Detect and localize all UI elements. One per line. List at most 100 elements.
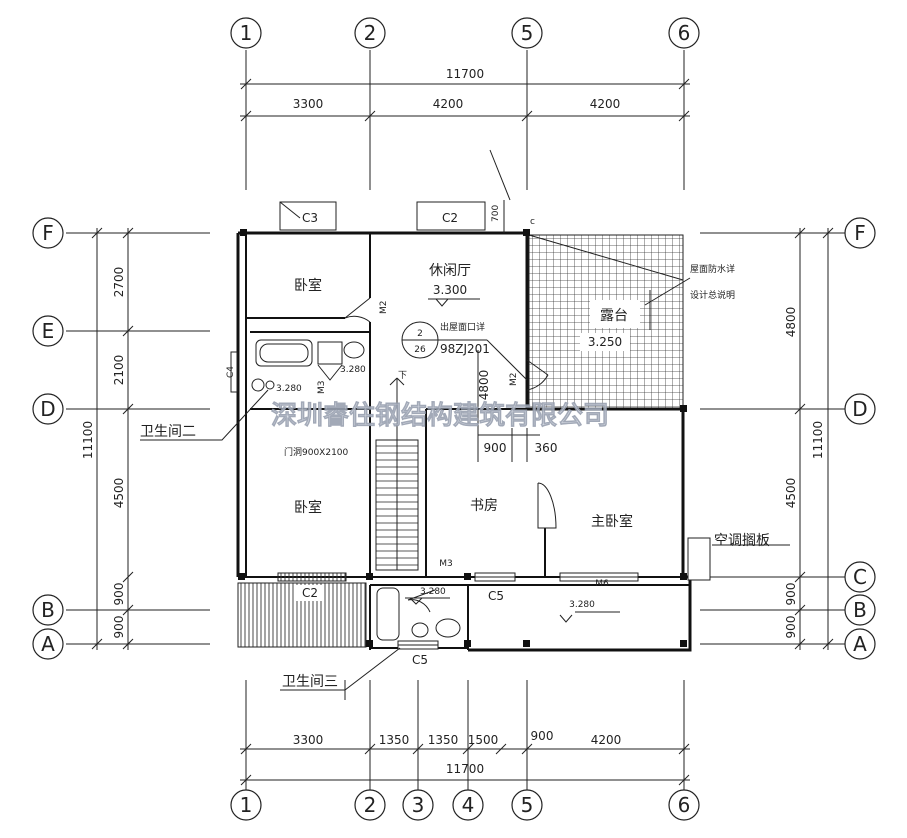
tag-c4: C4 bbox=[226, 366, 236, 378]
stairs bbox=[375, 439, 419, 571]
dim-left-part: 900 bbox=[112, 616, 126, 639]
dim-right-part: 900 bbox=[784, 616, 798, 639]
tag-c3: C3 bbox=[302, 211, 318, 225]
detail-number: 2 bbox=[417, 329, 423, 339]
bath1-level: 3.280 bbox=[276, 384, 302, 394]
terrace-level-bg bbox=[580, 333, 630, 351]
level-markers bbox=[317, 298, 620, 623]
dim-right-total: 11100 bbox=[811, 421, 825, 459]
balcony-tag-bg bbox=[296, 585, 324, 601]
axis-label-5: 5 bbox=[521, 793, 534, 817]
bottom-dimensions bbox=[240, 743, 690, 786]
axis-label-A: A bbox=[853, 632, 867, 656]
axis-label-C: C bbox=[853, 565, 867, 589]
dim-bottom-part: 4200 bbox=[591, 733, 622, 747]
dim-door-width: 900 bbox=[484, 441, 507, 455]
dim-bottom-part: 3300 bbox=[293, 733, 324, 747]
axis-label-B: B bbox=[853, 598, 867, 622]
walls bbox=[236, 231, 692, 652]
dim-right-part: 4800 bbox=[784, 307, 798, 338]
tag-m2-a: M2 bbox=[379, 301, 389, 315]
top-dimensions bbox=[240, 78, 690, 122]
dim-bottom-total: 11700 bbox=[446, 762, 484, 776]
room-bedroom-nw: 卧室 bbox=[294, 277, 322, 294]
axis-bubble-labels: 1 2 5 6 1 2 3 4 5 6 F E D B A F D C B A bbox=[40, 21, 867, 817]
axis-label-2: 2 bbox=[364, 793, 377, 817]
columns bbox=[238, 229, 687, 647]
windows bbox=[230, 201, 639, 650]
bath3-level: 3.280 bbox=[420, 587, 446, 597]
room-lounge-level: 3.300 bbox=[433, 283, 467, 297]
room-master: 主卧室 bbox=[591, 513, 633, 530]
dim-right-part: 4500 bbox=[784, 478, 798, 509]
dim-left-part: 4500 bbox=[112, 478, 126, 509]
dim-window-height: 700 bbox=[491, 205, 501, 222]
tag-c2-top: C2 bbox=[442, 211, 458, 225]
dim-door-height: 4800 bbox=[477, 370, 491, 401]
dim-top-part: 4200 bbox=[433, 97, 464, 111]
axis-label-1: 1 bbox=[240, 793, 253, 817]
label-bath2: 卫生间二 bbox=[140, 424, 196, 440]
label-door-note: 门洞900X2100 bbox=[284, 446, 349, 458]
tag-c-mark: c bbox=[530, 217, 535, 227]
dim-left-total: 11100 bbox=[81, 421, 95, 459]
doors bbox=[344, 297, 557, 613]
tag-c5-a: C5 bbox=[488, 589, 504, 603]
tag-c5-b: C5 bbox=[412, 653, 428, 667]
dim-left-part: 900 bbox=[112, 583, 126, 606]
axis-label-6: 6 bbox=[678, 21, 691, 45]
stair-treads bbox=[376, 445, 418, 566]
axis-label-D: D bbox=[40, 397, 55, 421]
dim-bottom-part: 1500 bbox=[468, 733, 499, 747]
axis-label-1: 1 bbox=[240, 21, 253, 45]
door-dimension bbox=[477, 149, 540, 462]
axis-label-6: 6 bbox=[678, 793, 691, 817]
detail-ref: 98ZJ201 bbox=[440, 342, 490, 356]
dim-bottom-part: 1350 bbox=[428, 733, 459, 747]
dim-bottom-part: 900 bbox=[531, 729, 554, 743]
dim-top-total: 11700 bbox=[446, 67, 484, 81]
label-roof-note-2: 设计总说明 bbox=[690, 289, 735, 301]
axis-label-F: F bbox=[854, 221, 866, 245]
tag-c2-bottom: C2 bbox=[302, 586, 318, 600]
dim-right-part: 900 bbox=[784, 583, 798, 606]
bath-fixtures bbox=[251, 339, 461, 641]
right-dimensions bbox=[794, 227, 834, 650]
tag-m3-b: M3 bbox=[439, 559, 453, 569]
dim-left-part: 2700 bbox=[112, 267, 126, 298]
label-roof-note-1: 屋面防水详 bbox=[690, 263, 735, 275]
room-terrace: 露台 bbox=[600, 308, 628, 324]
bath2-level: 3.280 bbox=[340, 365, 366, 375]
detail-callout bbox=[401, 321, 528, 381]
terrace-label-bg bbox=[590, 300, 640, 328]
axis-label-D: D bbox=[852, 397, 867, 421]
label-ac-board: 空调搁板 bbox=[714, 533, 770, 549]
axis-bubbles bbox=[32, 17, 876, 821]
detail-sheet: 26 bbox=[414, 345, 426, 355]
label-stair-down: 下 bbox=[398, 371, 407, 381]
balcony-level: 3.280 bbox=[569, 600, 595, 610]
dim-door-offset: 360 bbox=[535, 441, 558, 455]
room-lounge: 休闲厅 bbox=[429, 263, 471, 279]
tag-m3-a: M3 bbox=[317, 381, 327, 395]
room-bedroom-sw: 卧室 bbox=[294, 499, 322, 516]
room-terrace-level: 3.250 bbox=[588, 335, 622, 349]
axis-label-3: 3 bbox=[412, 793, 425, 817]
axis-label-E: E bbox=[42, 319, 55, 343]
left-dimensions bbox=[91, 227, 134, 650]
detail-title: 出屋面口详 bbox=[440, 321, 485, 333]
leader-lines bbox=[140, 277, 790, 700]
room-study: 书房 bbox=[470, 498, 498, 514]
axis-label-2: 2 bbox=[364, 21, 377, 45]
dim-top-part: 4200 bbox=[590, 97, 621, 111]
watermark: 深圳睿住钢结构建筑有限公司 bbox=[271, 400, 609, 431]
axis-label-5: 5 bbox=[521, 21, 534, 45]
tag-m2-b: M2 bbox=[509, 373, 519, 387]
dim-bottom-part: 1350 bbox=[379, 733, 410, 747]
dim-top-part: 3300 bbox=[293, 97, 324, 111]
tag-m6: M6 bbox=[595, 579, 609, 589]
axis-label-B: B bbox=[41, 598, 55, 622]
axis-label-F: F bbox=[42, 221, 54, 245]
axis-grid-lines bbox=[66, 50, 845, 805]
